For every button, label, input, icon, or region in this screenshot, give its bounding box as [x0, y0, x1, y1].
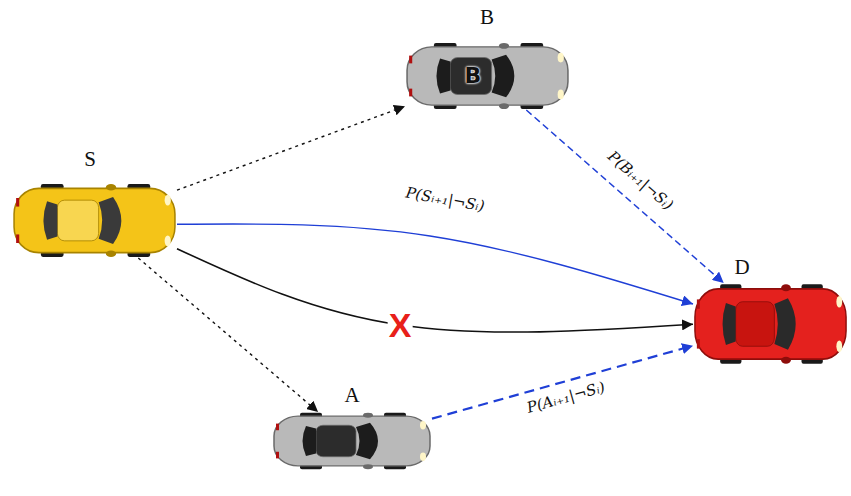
mirror [499, 103, 509, 109]
roof-letter: B [465, 65, 482, 87]
vehicle-node: BB [405, 42, 570, 110]
probability-label: P(Aᵢ₊₁|¬Sᵢ) [523, 378, 609, 417]
car-roof [316, 425, 356, 456]
taillight [16, 198, 19, 207]
taillight [697, 299, 700, 308]
vehicle-label: A [344, 384, 359, 407]
vehicle-node: D [693, 283, 848, 365]
windshield [774, 298, 795, 350]
car-illustration [272, 412, 432, 470]
car-illustration [405, 42, 570, 110]
taillight [16, 234, 19, 243]
taillight [276, 424, 279, 431]
rear-window [723, 303, 736, 345]
windshield [99, 197, 122, 244]
mirror [781, 357, 791, 364]
connector-arrow [177, 106, 405, 190]
vehicle-label: B [480, 6, 494, 29]
mirror [499, 43, 509, 49]
vehicle-label: D [734, 256, 749, 279]
connector-arrow [177, 224, 693, 304]
headlight [558, 90, 564, 100]
car-body [407, 47, 568, 105]
taillight [697, 339, 700, 348]
headlight [420, 453, 426, 461]
car-roof [736, 302, 775, 347]
car-roof [450, 58, 491, 95]
mirror [363, 464, 373, 469]
connector-arrow [432, 346, 693, 419]
probability-label: P(Sᵢ₊₁|¬Sᵢ) [402, 184, 488, 216]
probability-label: P(Bᵢ₊₁|¬Sᵢ) [602, 147, 677, 216]
blocked-mark: X [388, 308, 413, 342]
vehicle-node: S [12, 183, 177, 258]
rear-window [436, 59, 450, 94]
windshield [356, 423, 378, 459]
car-body [14, 188, 175, 252]
car-illustration [12, 183, 177, 258]
connector-arrow [526, 110, 723, 283]
mirror [781, 284, 791, 291]
vehicle-label: S [84, 148, 96, 171]
mirror [363, 413, 373, 418]
mirror [106, 251, 116, 257]
headlight [165, 236, 171, 247]
headlight [420, 421, 426, 429]
headlight [836, 340, 842, 352]
headlight [836, 296, 842, 308]
mirror [106, 184, 116, 190]
taillight [276, 452, 279, 459]
car-body [695, 289, 846, 359]
headlight [558, 53, 564, 63]
car-roof [57, 200, 98, 241]
connector-arrow [138, 258, 318, 412]
vehicle-node: A [272, 412, 432, 470]
rear-window [43, 201, 57, 240]
car-illustration [693, 283, 848, 365]
connector-arrow [177, 249, 693, 332]
car-body [274, 416, 430, 466]
windshield [492, 55, 515, 98]
rear-window [303, 426, 317, 456]
taillight [409, 56, 412, 64]
headlight [165, 195, 171, 206]
taillight [409, 89, 412, 97]
